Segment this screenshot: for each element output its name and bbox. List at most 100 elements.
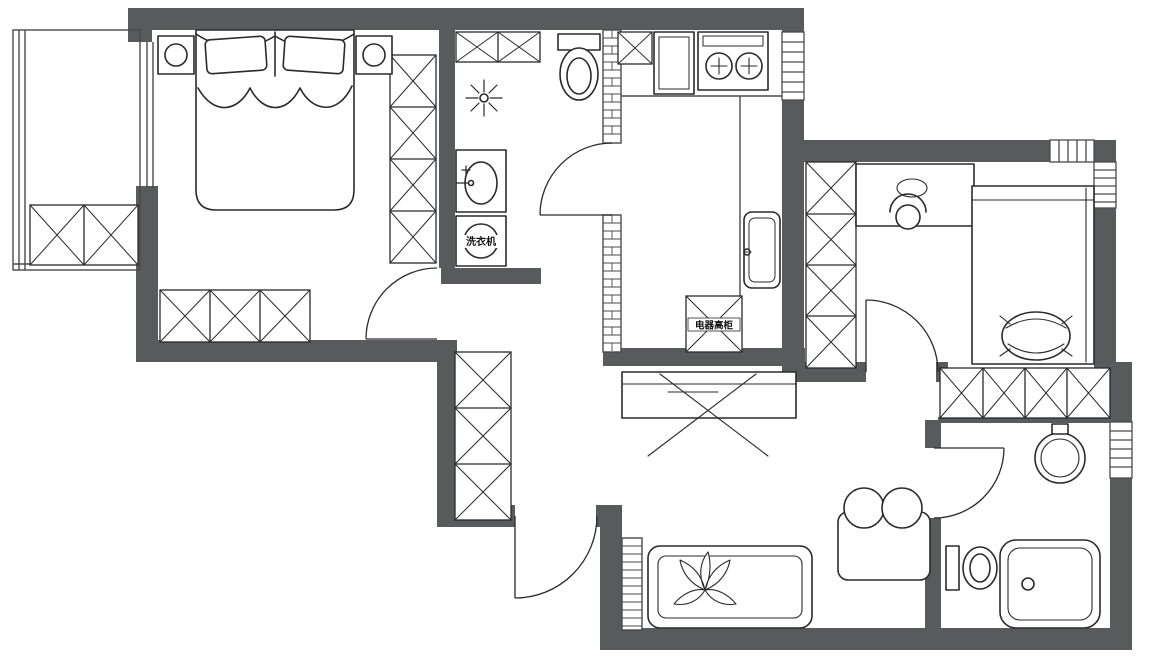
drain [467, 179, 475, 187]
door-swing-arc [365, 267, 438, 340]
wall-balcony2-left [600, 505, 622, 650]
wall-bathroom1-left [439, 30, 455, 268]
wall-kitchen-right-upper [782, 8, 804, 32]
back-cushion-right [881, 487, 923, 529]
toilet-bowl [962, 546, 998, 590]
tub-inner [1007, 547, 1093, 621]
tub-drain [1021, 577, 1035, 591]
window-bedroom2-top [1049, 139, 1095, 163]
fridge-body [653, 31, 695, 95]
wall-bathroom1-bottom [441, 268, 541, 284]
wall-bottom [600, 628, 1132, 650]
kitchen-counter-edge [621, 95, 782, 296]
plant-decor [673, 551, 737, 606]
wardrobe-dividers [806, 213, 856, 317]
wall-bathroom2-top [938, 417, 1112, 423]
x-hatch [455, 31, 541, 63]
cushion [1001, 311, 1071, 361]
basin-outer [1034, 432, 1086, 484]
toilet-tank [945, 545, 960, 591]
blanket-drape [197, 85, 353, 109]
wardrobes: 电器高柜 [29, 31, 1111, 521]
x-hatch [617, 31, 653, 65]
bed-single [971, 185, 1095, 365]
window-mullions [1094, 169, 1116, 203]
basin-faucet [1051, 423, 1069, 435]
sofa [647, 545, 813, 629]
wardrobe-bedroom1 [389, 54, 437, 264]
radiator-fins [622, 545, 642, 627]
window-bedroom2-right [1093, 161, 1117, 209]
cushion-folds [999, 315, 1073, 357]
table-edge [621, 383, 797, 393]
window-frame [1093, 161, 1117, 209]
nightstand-right [355, 35, 393, 75]
appliance-cabinet-label-band [687, 317, 741, 332]
toilet-seat [566, 57, 592, 95]
wall-bedroom2-top [804, 140, 1050, 162]
table-legs-cross [647, 373, 769, 457]
doors [365, 142, 1005, 599]
cabinet-dividers [455, 407, 511, 465]
balcony-divider [146, 42, 154, 188]
sofa-cushions [657, 555, 803, 619]
toilet-bowl [559, 47, 599, 101]
wall-corner-top-right [1094, 140, 1116, 162]
bathtub [999, 539, 1101, 629]
door-bathroom1 [539, 142, 613, 216]
burner-left-cross [710, 57, 728, 75]
refrigerator [653, 31, 695, 95]
fan-rays [465, 79, 503, 117]
mattress-edge [971, 187, 1095, 363]
kitchen-shaft [617, 31, 653, 65]
brick-pattern-lower [603, 215, 621, 351]
dining-table [621, 371, 797, 457]
bathroom-sink [455, 149, 507, 213]
x-hatch [454, 351, 512, 521]
door-bedroom2 [865, 299, 939, 373]
brick-pattern-upper [603, 30, 621, 135]
basin-inner [1040, 438, 1080, 478]
round-basin [1034, 423, 1086, 484]
nightstand-top [355, 35, 393, 75]
toilet-seat [969, 553, 991, 583]
window-frame [1109, 421, 1133, 479]
closet-dividers [209, 290, 261, 342]
thin-structures [12, 29, 782, 631]
fan-hub [479, 93, 489, 103]
x-hatch [805, 161, 857, 369]
cabinet-balcony [29, 204, 139, 266]
window-bathroom2-right [1109, 421, 1133, 479]
desk-tray [896, 178, 928, 198]
stool-back [889, 193, 927, 213]
door-swing-arc [933, 447, 1005, 519]
windows [781, 31, 1133, 479]
cabinet-bathroom-top [455, 31, 541, 63]
door-swing-arc [539, 142, 613, 216]
x-hatch [939, 367, 1111, 419]
wall-bedroom2-right [1094, 208, 1116, 370]
window-frame [781, 31, 805, 101]
closet-bedroom1-south [159, 289, 311, 343]
wall-bathroom2-right-upper [1110, 362, 1132, 422]
lamp [362, 43, 386, 67]
window-mullions [782, 41, 804, 93]
washing-machine: 洗衣机 [455, 215, 507, 267]
pillow-right [282, 35, 346, 75]
wardrobe-row-south [939, 367, 1111, 419]
washing-machine-label: 洗衣机 [466, 235, 496, 248]
fridge-inner [658, 36, 690, 90]
wardrobe-dividers [982, 368, 1068, 418]
wall-bathroom2-left-upper [925, 420, 941, 448]
pillow-left [204, 35, 268, 75]
lamp [164, 43, 188, 67]
armchair [837, 487, 931, 581]
balcony-outline [12, 29, 141, 271]
wall-bathroom2-right-lower [1110, 478, 1132, 650]
x-hatch [29, 204, 139, 266]
toilet [557, 33, 601, 101]
sofa-outline [647, 545, 813, 629]
x-hatch [389, 54, 437, 264]
washer-label-band [459, 235, 503, 248]
wall-bedroom1-left [136, 186, 158, 362]
